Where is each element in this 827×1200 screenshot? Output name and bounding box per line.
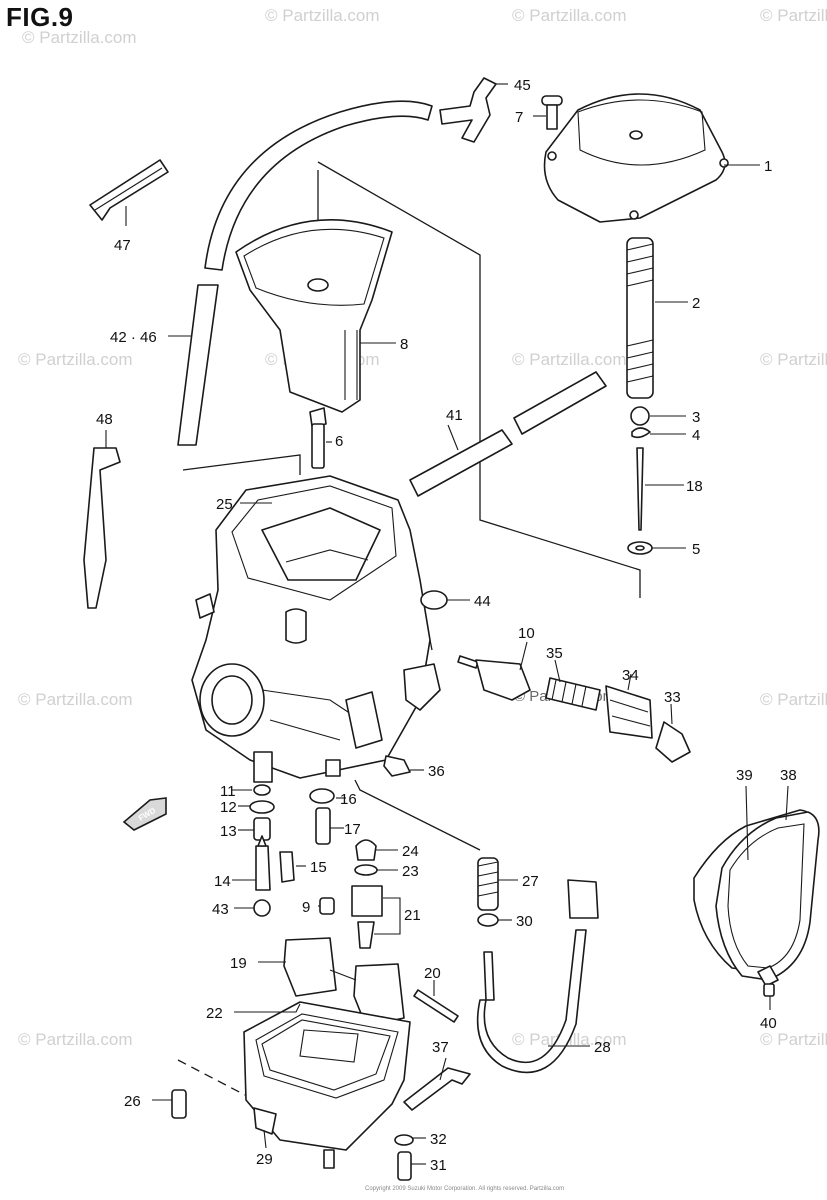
bushing <box>383 755 411 777</box>
carburetor-top-cap <box>543 93 729 223</box>
callout-label: 16 <box>340 791 357 808</box>
callout-label: 41 <box>446 407 463 424</box>
callout-label: 22 <box>206 1005 223 1022</box>
callout-label: 38 <box>780 767 797 784</box>
callout-label: 19 <box>230 955 247 972</box>
callout-label: 18 <box>686 478 703 495</box>
bowl-screw <box>171 1089 187 1119</box>
carburetor-body <box>191 475 441 783</box>
callout-label: 14 <box>214 873 231 890</box>
leader-lines <box>105 83 789 1165</box>
piston-screw <box>309 407 327 469</box>
plunger-spring <box>545 677 601 711</box>
drain-screw <box>253 1107 277 1135</box>
callout-label: 39 <box>736 767 753 784</box>
callout-label: 45 <box>514 77 531 94</box>
jet-washer-screw <box>309 788 335 845</box>
throttle-spring <box>477 857 499 927</box>
jet-needle <box>636 447 644 531</box>
float-bowl <box>243 1001 411 1169</box>
callout-label: 32 <box>430 1131 447 1148</box>
vent-hose <box>177 100 433 446</box>
callout-label: 23 <box>402 863 419 880</box>
callout-label: 25 <box>216 496 233 513</box>
callout-label: 47 <box>114 237 131 254</box>
starter-rod <box>409 371 607 497</box>
callout-label: 6 <box>335 433 343 450</box>
callout-label: 21 <box>404 907 421 924</box>
callout-label: 13 <box>220 823 237 840</box>
copyright-notice: Copyright 2009 Suzuki Motor Corporation.… <box>365 1186 565 1192</box>
callout-label: 43 <box>212 901 229 918</box>
cable-tie <box>83 447 121 609</box>
callout-label: 28 <box>594 1039 611 1056</box>
valve-screw <box>319 897 335 915</box>
callout-label: 40 <box>760 1015 777 1032</box>
t-joint-fitting <box>439 77 497 143</box>
callout-label: 35 <box>546 645 563 662</box>
callout-label: 30 <box>516 913 533 930</box>
callout-label: 36 <box>428 763 445 780</box>
callout-label: 8 <box>400 336 408 353</box>
callout-label: 24 <box>402 843 419 860</box>
callout-label: 12 <box>220 799 237 816</box>
callout-label: 10 <box>518 625 535 642</box>
top-cap-screw <box>541 95 563 130</box>
starter-plunger <box>457 655 531 701</box>
float-pin <box>413 989 459 1023</box>
callout-label: 26 <box>124 1093 141 1110</box>
callout-label: 7 <box>515 109 523 126</box>
needle-holder <box>630 406 650 426</box>
drain-plug-group <box>394 1134 414 1181</box>
figure-title: FIG.9 <box>6 2 74 32</box>
callout-label: 27 <box>522 873 539 890</box>
callout-label: 37 <box>432 1039 449 1056</box>
callout-label: 31 <box>430 1157 447 1174</box>
callout-label: 9 <box>302 899 310 916</box>
piston-spring <box>626 237 654 399</box>
callout-label: 29 <box>256 1151 273 1168</box>
pilot-jet <box>279 851 295 883</box>
side-cover <box>693 809 820 981</box>
needle-valve-group <box>351 839 383 949</box>
hose-bracket <box>89 159 169 221</box>
callout-label: 34 <box>622 667 639 684</box>
callout-label: 44 <box>474 593 491 610</box>
callout-label: 20 <box>424 965 441 982</box>
callout-label: 33 <box>664 689 681 706</box>
callout-label: 2 <box>692 295 700 312</box>
plunger-nut <box>605 685 653 739</box>
needle-washer <box>627 541 653 555</box>
callout-label: 3 <box>692 409 700 426</box>
jet-stack-left <box>249 784 275 917</box>
e-clip <box>631 427 651 439</box>
callout-label: 48 <box>96 411 113 428</box>
callout-label: 4 <box>692 427 700 444</box>
callout-label: 5 <box>692 541 700 558</box>
callout-label: 17 <box>344 821 361 838</box>
callout-labels: 45 7 1 2 3 4 18 5 6 8 41 42 · 46 47 48 2… <box>96 77 797 1174</box>
throttle-hose <box>476 879 599 1074</box>
callout-label: 11 <box>220 783 236 800</box>
plunger-cap <box>655 721 691 763</box>
o-ring <box>420 590 448 610</box>
callout-label: 42 · 46 <box>110 329 157 346</box>
fwd-badge: FWD <box>122 797 167 831</box>
callout-label: 15 <box>310 859 327 876</box>
callout-label: 1 <box>764 158 772 175</box>
vacuum-piston-diaphragm <box>235 219 393 413</box>
bowl-bracket <box>403 1067 471 1111</box>
fwd-arrow-icon <box>122 797 167 831</box>
cover-screw <box>757 965 779 997</box>
